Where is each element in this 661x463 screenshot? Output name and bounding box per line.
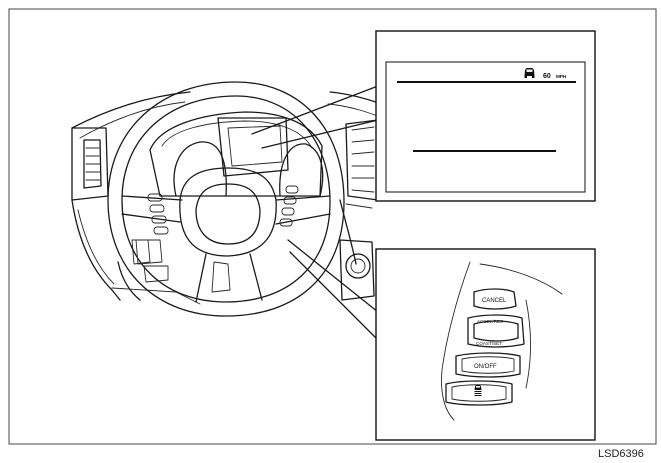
on-off-button[interactable]: ON/OFF — [455, 352, 521, 378]
cancel-label: CANCEL — [482, 298, 507, 304]
leader-line-display — [251, 85, 379, 135]
coast-set-label: COAST/SET — [476, 341, 502, 346]
steering-wheel — [107, 81, 345, 317]
accel-coast-rocker[interactable]: ACCEL/RES COAST/SET — [467, 314, 525, 348]
left-spoke-switches — [147, 193, 169, 235]
cancel-button[interactable]: CANCEL — [473, 288, 517, 310]
leader-line-switch-2 — [289, 251, 379, 341]
set-speed-unit: MPH — [556, 74, 567, 79]
accel-res-label: ACCEL/RES — [477, 319, 503, 324]
distance-icon — [474, 385, 482, 396]
set-speed-value: 60 — [543, 73, 551, 80]
on-off-label: ON/OFF — [474, 364, 497, 370]
leader-line-switch — [287, 239, 379, 313]
right-spoke-switches — [279, 185, 299, 227]
switch-callout: CANCEL ACCEL/RES COAST/SET ON/OFF — [375, 248, 596, 441]
distance-button[interactable] — [445, 380, 513, 406]
display-screen — [385, 61, 586, 193]
console-dial — [339, 239, 375, 301]
display-callout: 60 MPH — [375, 30, 596, 202]
instrument-cluster — [149, 111, 324, 197]
figure-code: LSD6396 — [598, 448, 644, 460]
vehicle-ahead-icon — [524, 68, 535, 78]
leader-line-display-2 — [261, 119, 379, 149]
